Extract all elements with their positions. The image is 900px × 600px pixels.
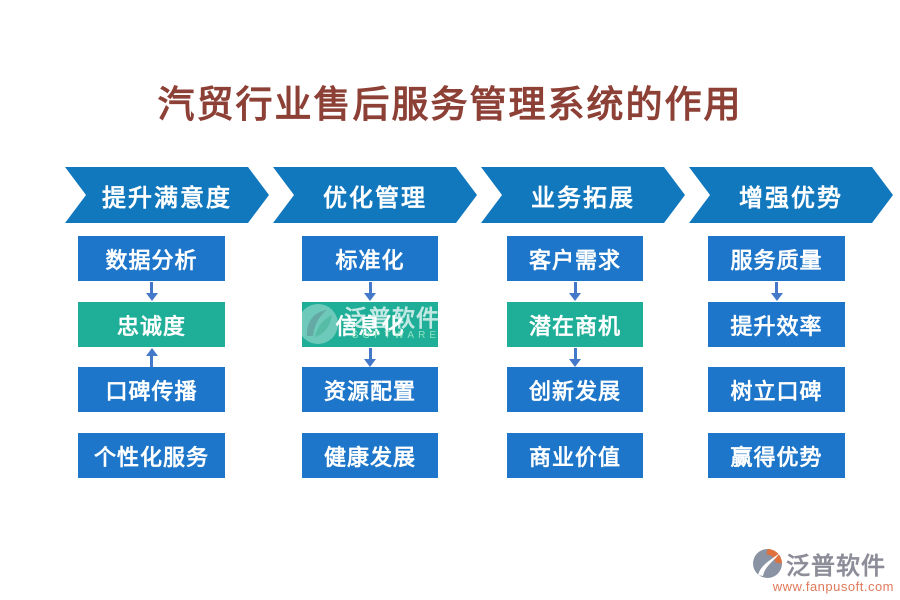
flow-box: 服务质量 (708, 236, 845, 281)
stage-arrow-label: 业务拓展 (531, 184, 635, 212)
center-watermark: 泛普软件 SOFTWARE (297, 300, 442, 347)
stage-arrow-label: 提升满意度 (102, 184, 232, 212)
arrow-down-icon (569, 358, 581, 367)
flow-column: 数据分析忠诚度口碑传播个性化服务 (78, 236, 225, 478)
connector-gap (302, 412, 438, 433)
stage-arrow: 优化管理 (273, 167, 477, 223)
arrow-connector-down (302, 347, 438, 367)
connector-stem (775, 282, 778, 293)
arrow-connector-down (302, 281, 438, 302)
flow-box: 商业价值 (507, 433, 643, 478)
flow-box: 创新发展 (507, 367, 643, 412)
flow-box: 忠诚度 (78, 302, 225, 347)
connector-gap (708, 347, 845, 367)
flow-box: 口碑传播 (78, 367, 225, 412)
page-title: 汽贸行业售后服务管理系统的作用 (157, 85, 743, 126)
stage-arrow-label: 增强优势 (739, 184, 843, 212)
connector-stem (150, 282, 153, 293)
arrow-connector-up (78, 347, 225, 367)
stage-arrow: 提升满意度 (65, 167, 269, 223)
connector-stem (150, 355, 153, 367)
center-watermark-brand: 泛普软件 (344, 304, 440, 331)
flow-box: 标准化 (302, 236, 438, 281)
connector-stem (573, 347, 577, 359)
connector-stem (368, 347, 372, 359)
flow-box: 赢得优势 (708, 433, 845, 478)
flow-box: 资源配置 (302, 367, 438, 412)
stage-arrow-label: 优化管理 (323, 184, 427, 212)
arrow-down-icon (569, 293, 581, 301)
arrow-connector-down (507, 347, 643, 367)
arrow-down-icon (770, 293, 783, 301)
flow-box: 树立口碑 (708, 367, 845, 412)
flow-column: 标准化信息化资源配置健康发展 (302, 236, 438, 478)
fanpu-logo-icon (298, 303, 338, 344)
arrow-connector-down (708, 281, 845, 302)
connector-stem (573, 282, 577, 293)
flow-box: 健康发展 (302, 433, 438, 478)
stage-header-row: 提升满意度 优化管理 业务拓展 增强优势 (65, 167, 893, 223)
arrow-down-icon (364, 358, 376, 367)
arrow-down-icon (145, 293, 158, 301)
center-watermark-caption: SOFTWARE (351, 329, 440, 341)
arrow-up-icon (145, 347, 158, 356)
footer-watermark-brand: 泛普软件 (786, 553, 886, 580)
connector-gap (708, 412, 845, 433)
flow-column: 服务质量提升效率树立口碑赢得优势 (708, 236, 845, 478)
arrow-connector-down (78, 281, 225, 302)
stage-arrow: 增强优势 (689, 167, 893, 223)
flow-box: 潜在商机 (507, 302, 643, 347)
flow-box: 数据分析 (78, 236, 225, 281)
arrow-connector-down (507, 281, 643, 302)
connector-stem (368, 282, 372, 293)
arrow-down-icon (364, 293, 376, 301)
connector-gap (507, 412, 643, 433)
fanpu-logo-icon (753, 549, 782, 578)
flow-box: 个性化服务 (78, 433, 225, 478)
stage-arrow: 业务拓展 (481, 167, 685, 223)
connector-gap (78, 412, 225, 433)
flow-box: 客户需求 (507, 236, 643, 281)
footer-watermark: 泛普软件 www.fanpusoft.com (752, 546, 894, 594)
flow-box: 信息化 (302, 302, 438, 347)
flow-column: 客户需求潜在商机创新发展商业价值 (507, 236, 643, 478)
footer-watermark-url: www.fanpusoft.com (772, 579, 894, 594)
flow-box: 提升效率 (708, 302, 845, 347)
